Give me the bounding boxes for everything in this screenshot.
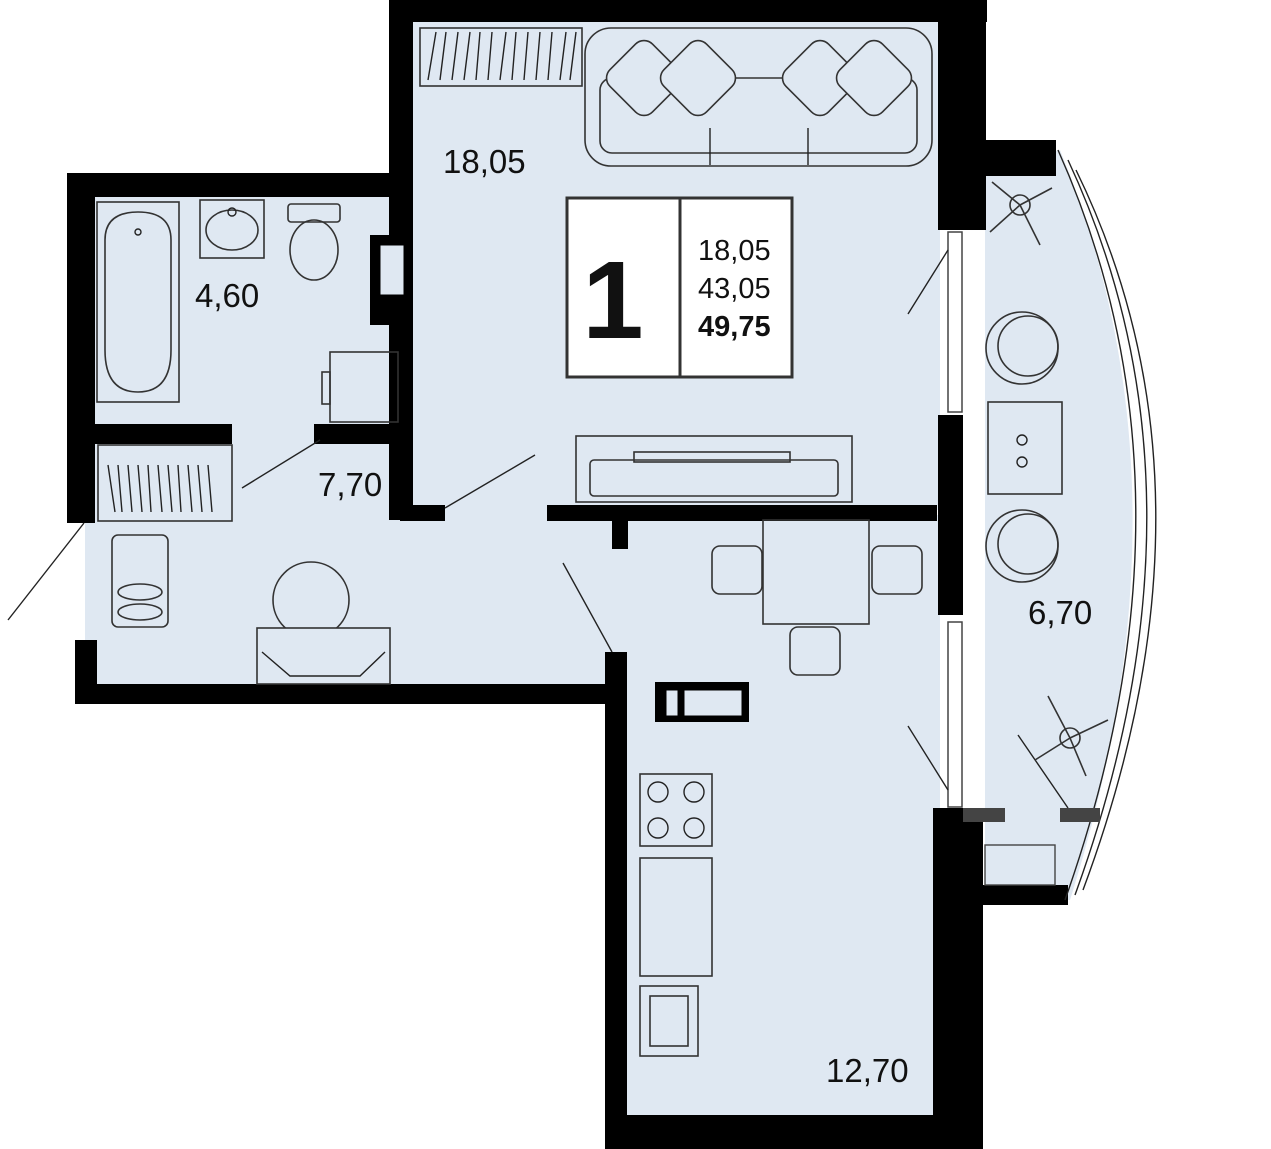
shoe-mat [111, 534, 169, 628]
tv-console [575, 435, 853, 503]
rooms-count: 1 [582, 239, 643, 362]
total-area-with-balcony: 49,75 [698, 311, 771, 343]
sofa [584, 27, 933, 167]
loggia-glazing [907, 149, 1157, 901]
total-area: 43,05 [698, 273, 771, 305]
radiator [419, 27, 583, 87]
loggia-chair-bottom [985, 509, 1059, 583]
floor-areas [85, 20, 1133, 1120]
loggia-area: 6,70 [1028, 594, 1092, 631]
plant-top-icon [989, 181, 1053, 246]
loggia-table [987, 401, 1063, 495]
kitchen-area: 12,70 [826, 1052, 909, 1089]
plant-bottom-icon [1034, 695, 1109, 777]
kitchen-sink [639, 985, 699, 1057]
cooktop [639, 773, 713, 847]
console-table [256, 627, 391, 685]
loggia-floor [960, 150, 1133, 900]
bathroom-area: 4,60 [195, 277, 259, 314]
bathroom-floor [90, 195, 402, 435]
sink [199, 199, 265, 259]
kitchen-floor [540, 515, 940, 695]
bathtub [96, 201, 180, 403]
counter [639, 857, 713, 977]
loggia-chair-top [985, 311, 1059, 385]
living-area: 18,05 [698, 235, 771, 267]
apartment-info-box: 1 18,05 43,05 49,75 [565, 196, 794, 379]
hallway-area: 7,70 [318, 466, 382, 503]
wardrobe [97, 444, 233, 522]
kitchen-lower-floor [622, 690, 940, 1120]
dining-table [711, 519, 923, 676]
living-room-area: 18,05 [443, 143, 526, 180]
door-swings [7, 439, 613, 653]
toilet [287, 203, 341, 281]
